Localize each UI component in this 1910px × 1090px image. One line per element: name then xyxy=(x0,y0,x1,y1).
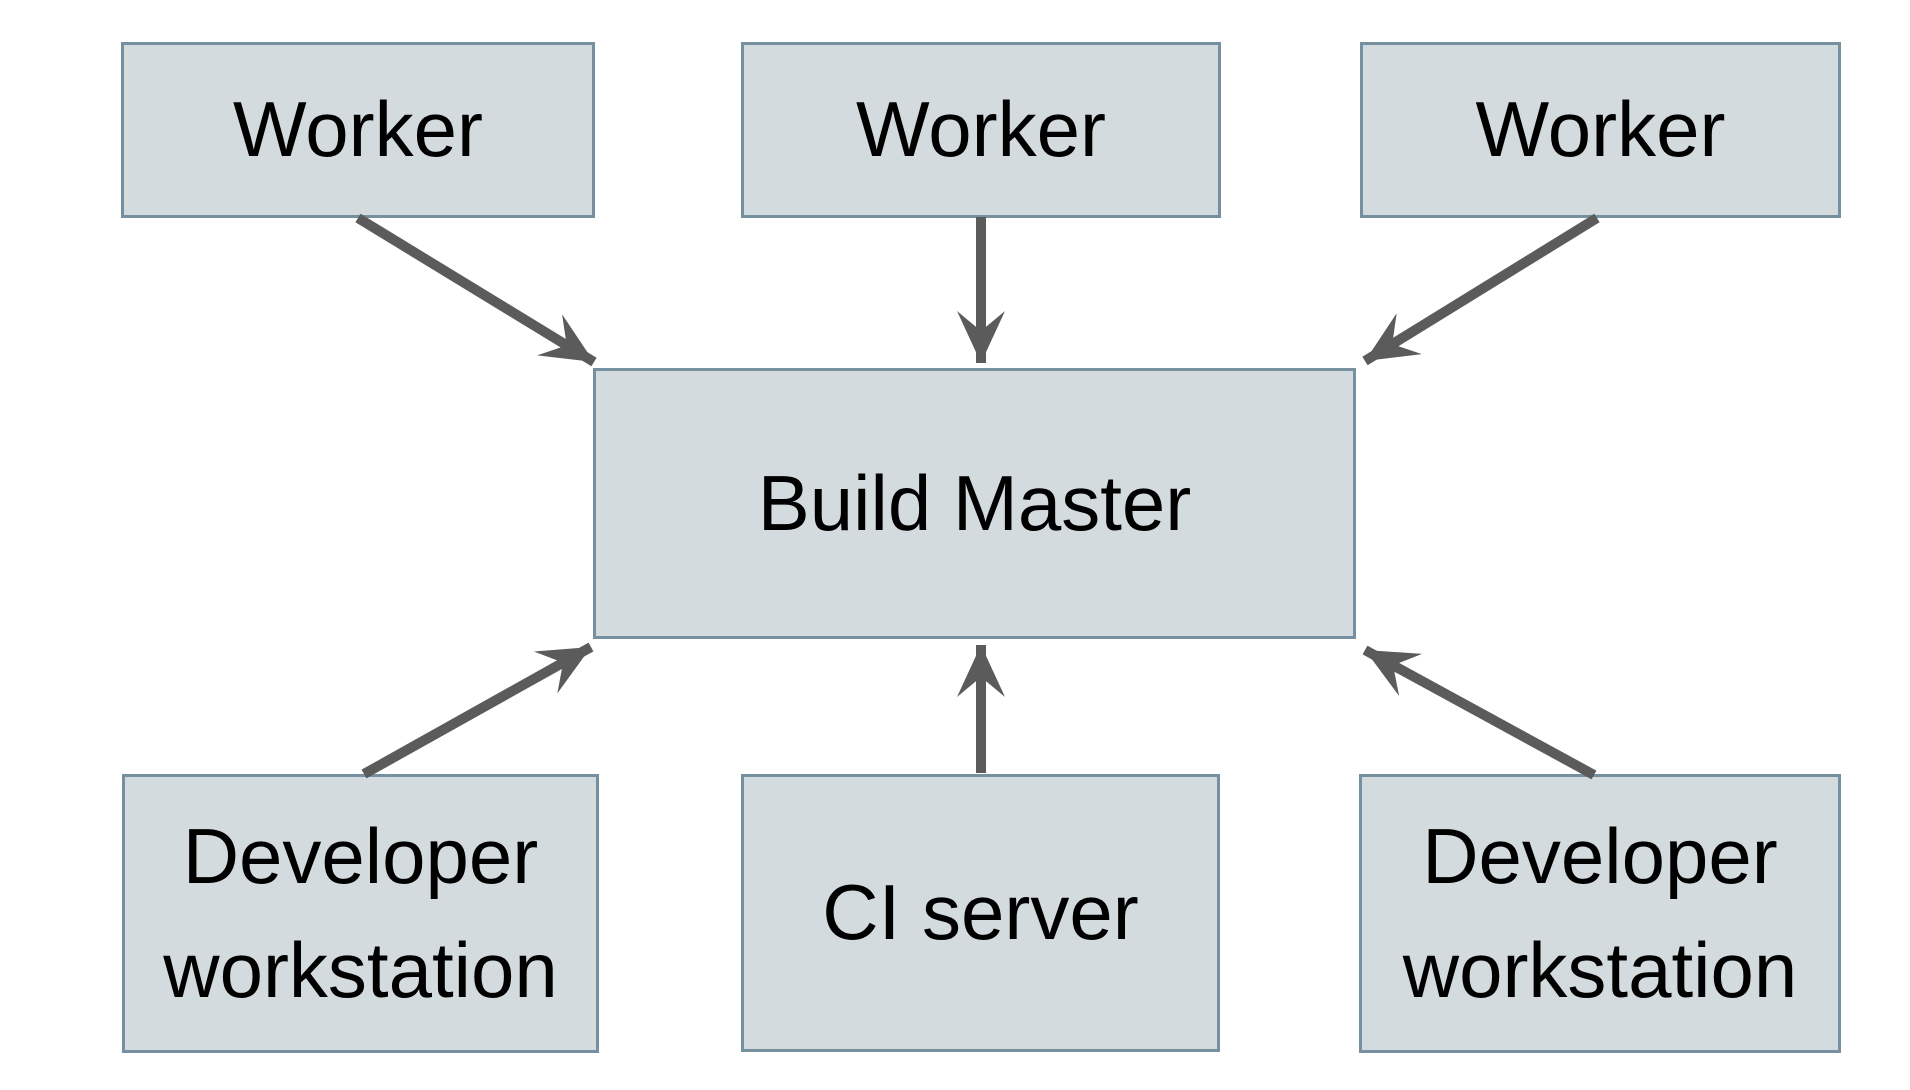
node-developer-workstation-right-label: Developer workstation xyxy=(1402,812,1798,1014)
node-ci-server-label: CI server xyxy=(822,868,1139,957)
node-build-master-label: Build Master xyxy=(757,458,1192,547)
node-developer-workstation-right: Developer workstation xyxy=(1359,774,1841,1053)
node-worker-3: Worker xyxy=(1360,42,1841,218)
node-build-master: Build Master xyxy=(593,368,1356,639)
node-ci-server: CI server xyxy=(741,774,1220,1052)
node-developer-workstation-left: Developer workstation xyxy=(122,774,599,1053)
node-worker-1-label: Worker xyxy=(233,85,483,174)
node-worker-3-label: Worker xyxy=(1475,85,1726,174)
arrow-worker3-to-buildmaster xyxy=(1362,213,1600,366)
node-worker-2: Worker xyxy=(741,42,1221,218)
node-worker-1: Worker xyxy=(121,42,595,218)
node-worker-2-label: Worker xyxy=(856,85,1106,174)
node-developer-workstation-left-label: Developer workstation xyxy=(163,812,558,1014)
arrow-devworkstation-left-to-buildmaster xyxy=(361,642,594,779)
arrow-devworkstation-right-to-buildmaster xyxy=(1362,645,1597,780)
arrow-worker1-to-buildmaster xyxy=(355,213,597,367)
